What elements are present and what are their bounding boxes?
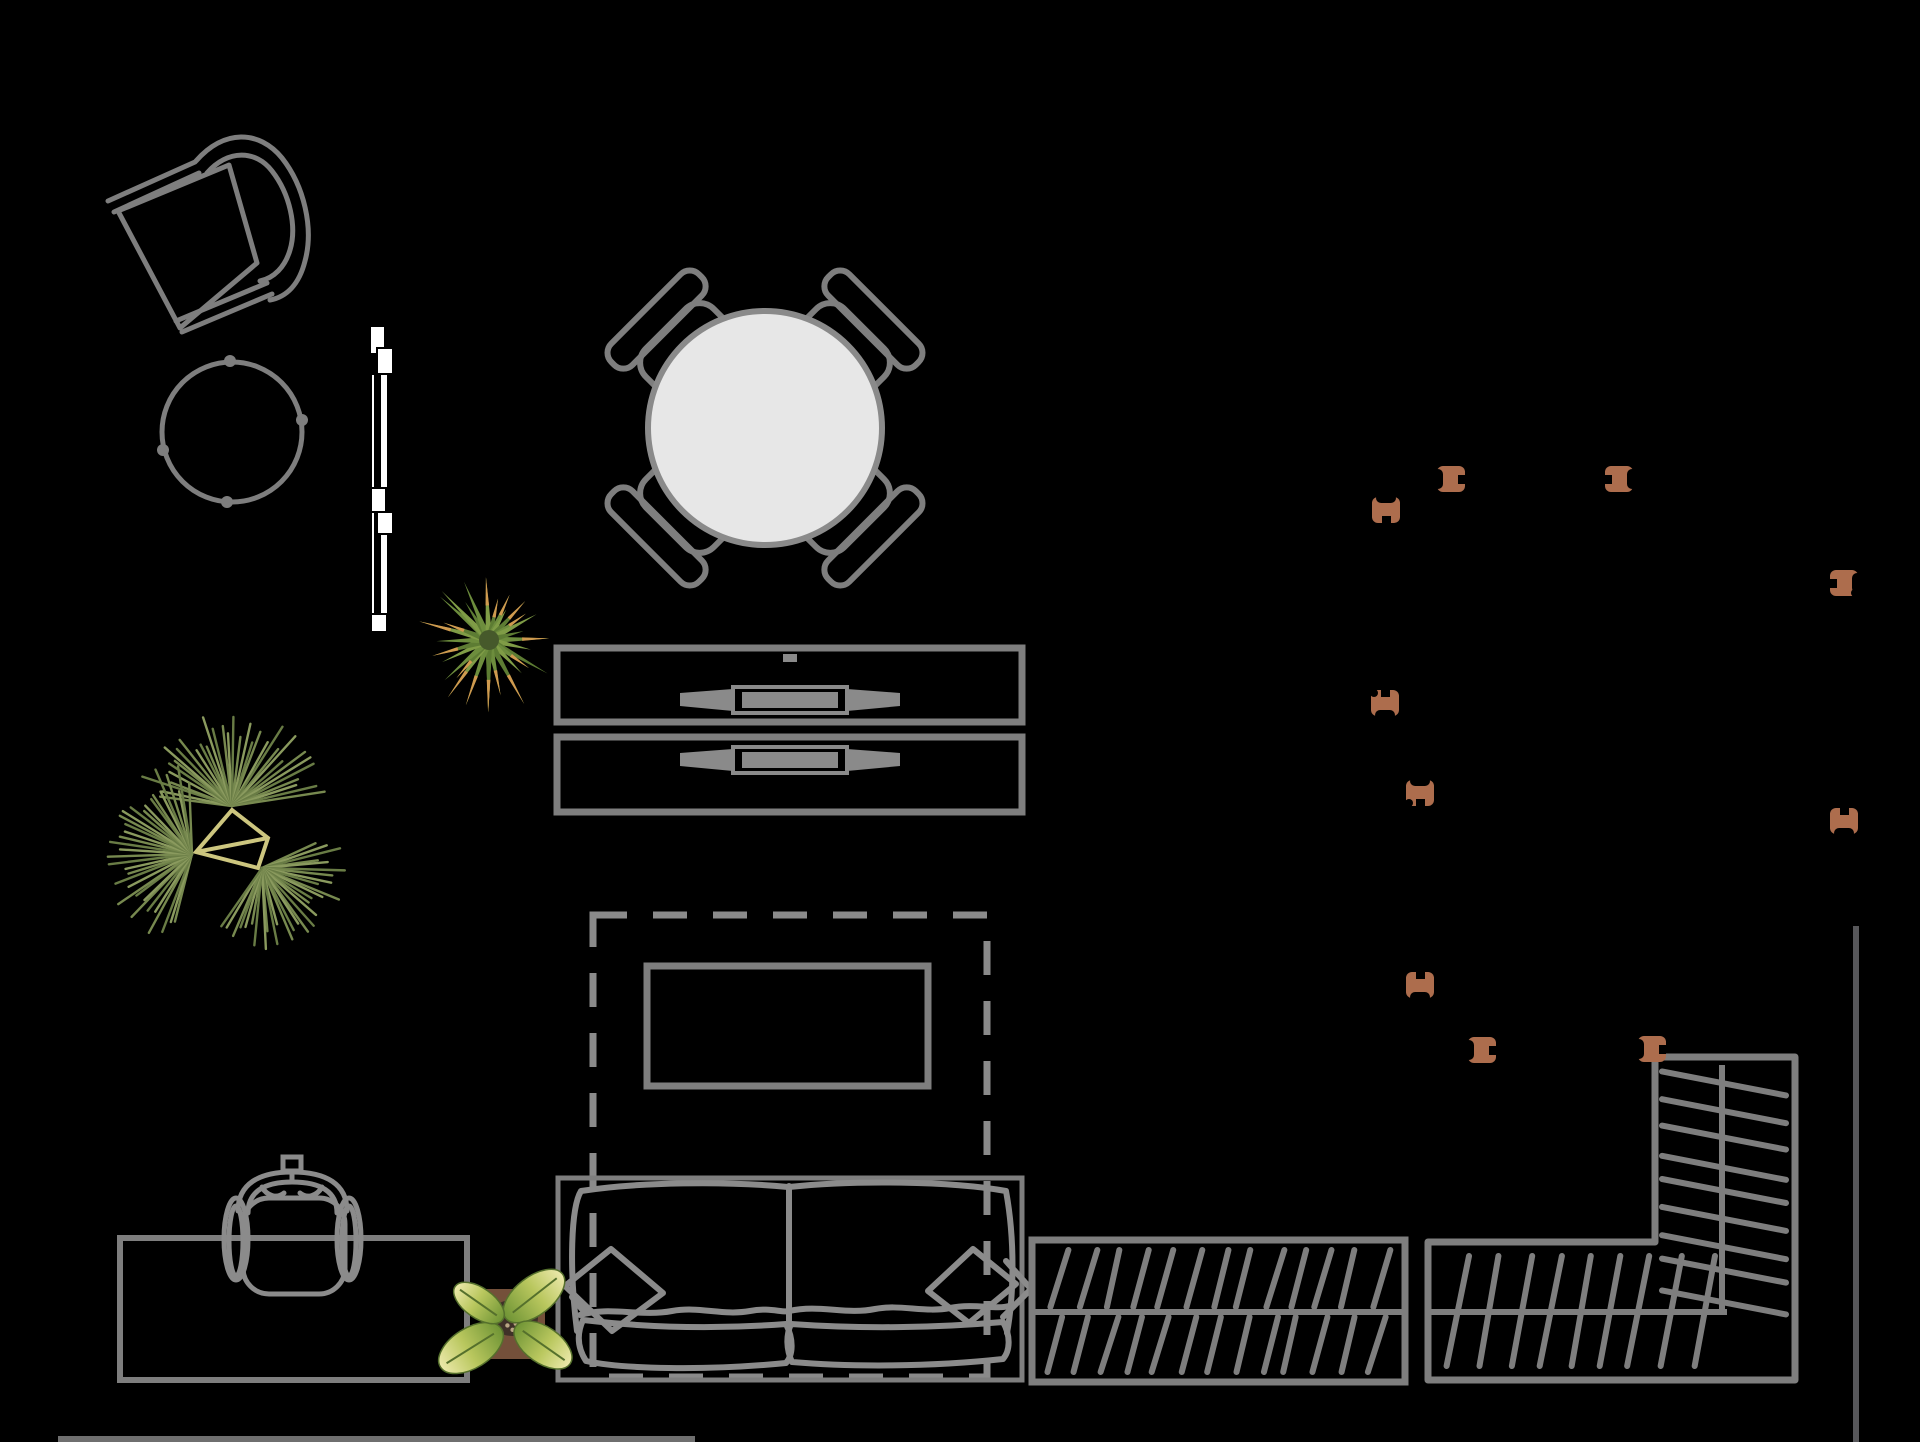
socket-icon-5[interactable] (1370, 689, 1399, 720)
socket-icon-1[interactable] (1372, 493, 1400, 523)
yucca-plant[interactable] (419, 577, 550, 713)
socket-icon-3[interactable] (1605, 466, 1637, 492)
bookshelf[interactable] (1028, 1236, 1409, 1386)
sideboard-bottom[interactable] (553, 733, 1026, 816)
tv-symbol-bottom (680, 745, 900, 775)
socket-icon-8[interactable] (1406, 972, 1434, 1002)
area-rug-dashed[interactable] (589, 911, 991, 1381)
wall-segment-bottom (58, 1436, 695, 1442)
corner-wardrobe[interactable] (1424, 1053, 1799, 1384)
office-chair[interactable] (221, 1154, 364, 1297)
sliding-door[interactable] (369, 325, 394, 633)
desk[interactable] (117, 1235, 470, 1383)
socket-icon-4[interactable] (1830, 570, 1862, 597)
dining-table[interactable] (645, 308, 885, 548)
dining-table-set[interactable] (602, 265, 928, 591)
tv-symbol-top (680, 654, 900, 715)
sideboard-top[interactable] (553, 644, 1026, 726)
socket-icon-7[interactable] (1830, 808, 1858, 838)
socket-icon-2[interactable] (1433, 466, 1465, 492)
wall-segment-right (1853, 926, 1859, 1442)
socket-icon-9[interactable] (1464, 1037, 1496, 1063)
sofa[interactable] (562, 1179, 1034, 1372)
armchair[interactable] (105, 134, 311, 335)
coffee-table[interactable] (643, 962, 932, 1090)
fan-palm-plant[interactable] (106, 715, 346, 951)
potted-plant[interactable] (430, 1259, 580, 1384)
side-table[interactable] (157, 355, 308, 508)
socket-icon-10[interactable] (1634, 1036, 1666, 1062)
socket-icon-6[interactable] (1405, 776, 1434, 807)
